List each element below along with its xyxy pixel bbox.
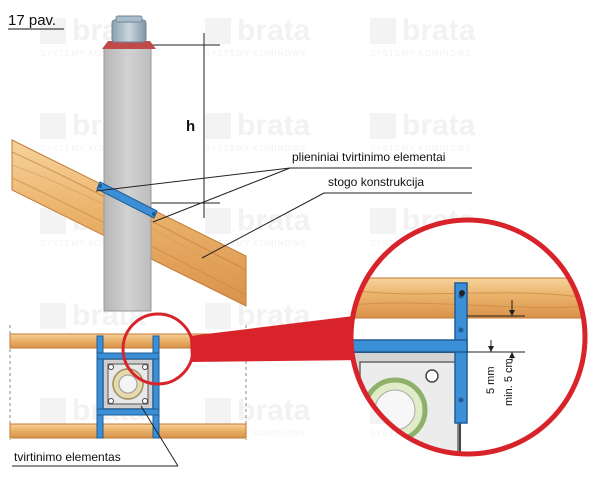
watermark-brand: brata: [402, 109, 476, 142]
watermark-brand: brata: [237, 14, 311, 47]
watermark-tagline: SYSTEMY KOMINOWE: [40, 239, 142, 248]
leader-lines-lower: [12, 405, 179, 467]
chimney-cap-base: [102, 41, 156, 49]
watermark-square: [40, 398, 66, 424]
label-fixing-element: tvirtinimo elementas: [14, 450, 121, 464]
chimney-cap: [111, 19, 147, 43]
plan-steel-top: [96, 352, 160, 360]
zoom-steel-horizontal: [351, 339, 468, 353]
watermark-tagline: SYSTEMY KOMINOWE: [370, 49, 472, 58]
watermark-square: [40, 303, 66, 329]
watermark-brand: brata: [402, 14, 476, 47]
watermark-tagline: SYSTEMY KOMINOWE: [205, 144, 307, 153]
watermark-square: [205, 303, 231, 329]
plan-steel-left: [96, 335, 104, 439]
magnifier-connector: [190, 315, 366, 362]
watermark-square: [40, 113, 66, 139]
plan-steel-bottom: [96, 408, 160, 416]
watermark-brand: brata: [237, 204, 311, 237]
watermark-brand: brata: [237, 109, 311, 142]
watermark-square: [205, 18, 231, 44]
zoom-beam: [351, 277, 585, 319]
watermark-square: [205, 113, 231, 139]
label-steel-elements: plieniniai tvirtinimo elementai: [292, 150, 445, 164]
zoom-label-5mm: 5 mm: [485, 367, 497, 395]
chimney: [102, 15, 156, 312]
plan-view: [9, 325, 247, 440]
magnifier-zoom-circle: [348, 217, 588, 457]
watermark-square: [370, 113, 396, 139]
watermark-square: [205, 398, 231, 424]
watermark-tagline: SYSTEMY KOMINOWE: [370, 144, 472, 153]
height-dimension: [150, 33, 220, 218]
plan-beam-bottom: [9, 423, 247, 439]
figure-number: 17 pav.: [8, 12, 56, 29]
zoom-steel-vertical: [454, 282, 468, 424]
watermark-square: [40, 18, 66, 44]
watermark-square: [205, 208, 231, 234]
watermark-square: [370, 208, 396, 234]
watermark-tagline: SYSTEMY KOMINOWE: [205, 49, 307, 58]
label-roof-structure: stogo konstrukcija: [328, 175, 424, 189]
height-label: h: [186, 118, 195, 135]
watermark-tagline: SYSTEMY KOMINOWE: [205, 429, 307, 438]
zoom-label-min5cm: min. 5 cm: [503, 358, 515, 406]
watermark-brand: brata: [237, 394, 311, 427]
watermark-tagline: SYSTEMY KOMINOWE: [40, 49, 142, 58]
plan-steel-right: [152, 335, 160, 439]
leader-lines-upper: [95, 167, 472, 259]
watermark-square: [370, 18, 396, 44]
steel-bracket-sloped: [96, 181, 158, 219]
watermark-tagline: SYSTEMY KOMINOWE: [205, 239, 307, 248]
watermark-tagline: SYSTEMY KOMINOWE: [40, 144, 142, 153]
